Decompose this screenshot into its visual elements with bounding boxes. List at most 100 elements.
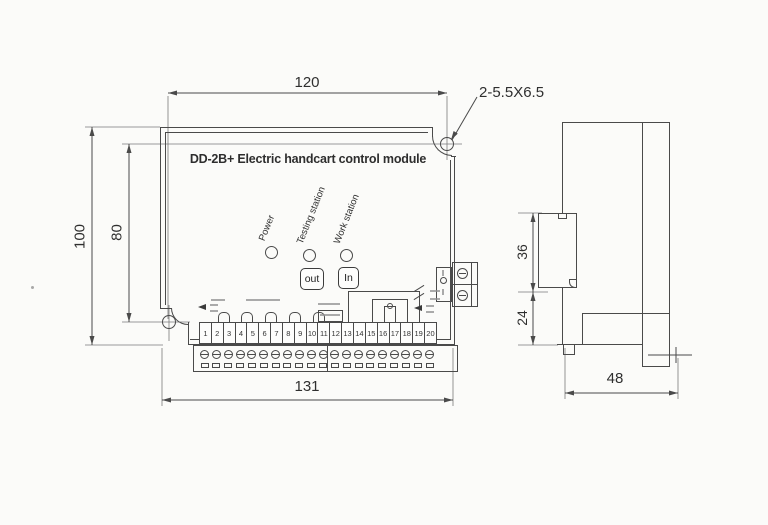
terminal-strip-divider bbox=[327, 345, 328, 372]
terminal-pad bbox=[212, 363, 221, 368]
front-inner-bottom-left bbox=[190, 339, 202, 340]
dim-hole-note: 2-5.5X6.5 bbox=[479, 84, 545, 101]
screw-icon bbox=[377, 350, 387, 359]
side-inner-line bbox=[642, 122, 643, 367]
side-outline-bottom bbox=[557, 344, 643, 346]
notch-bottom-left-stub bbox=[188, 322, 190, 345]
screw-icon bbox=[354, 350, 364, 359]
wiring-marking bbox=[211, 299, 225, 301]
contact-point-icon bbox=[387, 303, 393, 309]
screw-icon bbox=[306, 350, 316, 359]
dim-hole-spacing: 80 bbox=[108, 224, 126, 241]
wiring-marking bbox=[210, 304, 218, 306]
screw-slot bbox=[459, 295, 466, 296]
screw-icon bbox=[294, 350, 304, 359]
dim-side-upper: 36 bbox=[514, 244, 530, 260]
screw-icon bbox=[457, 290, 468, 301]
terminal-cell: 16 bbox=[376, 322, 390, 344]
power-indicator-icon bbox=[265, 246, 278, 259]
aux-connector-screw-icon bbox=[440, 277, 447, 284]
terminal-cell: 12 bbox=[329, 322, 343, 344]
wiring-block bbox=[318, 310, 343, 322]
terminal-cell: 2 bbox=[210, 322, 224, 344]
jumper-arc bbox=[265, 312, 277, 322]
terminal-pad bbox=[330, 363, 339, 368]
screw-icon bbox=[259, 350, 269, 359]
terminal-pad bbox=[390, 363, 399, 368]
side-connector-block bbox=[538, 213, 577, 288]
front-outline-left bbox=[160, 127, 162, 308]
terminal-pad bbox=[259, 363, 268, 368]
mounting-hole-icon bbox=[440, 137, 454, 151]
terminal-pad bbox=[271, 363, 280, 368]
connector-marking bbox=[442, 289, 444, 295]
screw-icon bbox=[271, 350, 281, 359]
terminal-pad bbox=[283, 363, 292, 368]
mounting-hole-icon bbox=[162, 315, 176, 329]
out-button: out bbox=[300, 268, 324, 290]
terminal-pad bbox=[247, 363, 256, 368]
wiring-marking bbox=[430, 298, 440, 300]
wiring-marking bbox=[210, 310, 218, 312]
wiring-marking bbox=[426, 305, 434, 307]
side-terminal-cover-front bbox=[582, 313, 583, 345]
front-inner-bottom-right bbox=[437, 339, 450, 340]
wiring-marking bbox=[426, 311, 434, 313]
testing-station-indicator-icon bbox=[303, 249, 316, 262]
jumper-arc bbox=[313, 312, 325, 322]
terminal-pad bbox=[354, 363, 363, 368]
terminal-pad bbox=[295, 363, 304, 368]
connector-hook bbox=[569, 279, 577, 288]
terminal-screw-strip bbox=[193, 345, 458, 372]
screw-icon bbox=[282, 350, 292, 359]
front-outline-bottom bbox=[188, 344, 455, 346]
dim-overall-height: 100 bbox=[71, 223, 89, 250]
front-outline-top bbox=[160, 127, 432, 129]
screw-icon bbox=[365, 350, 375, 359]
connector-marking bbox=[442, 270, 444, 276]
jumper-arc bbox=[218, 312, 230, 322]
dim-top-width: 120 bbox=[294, 74, 320, 91]
screw-icon bbox=[457, 268, 468, 279]
side-rear-foot-bottom bbox=[642, 366, 670, 368]
aux-terminal-flange bbox=[471, 262, 472, 307]
screw-icon bbox=[211, 350, 221, 359]
terminal-cell: 20 bbox=[424, 322, 437, 344]
screw-icon bbox=[413, 350, 423, 359]
notch-top-right-stub bbox=[432, 127, 434, 137]
side-front-foot bbox=[563, 345, 575, 355]
screw-icon bbox=[235, 350, 245, 359]
side-terminal-cover-top bbox=[582, 313, 670, 314]
front-inner-top bbox=[165, 132, 428, 133]
led-arrow-icon bbox=[414, 305, 422, 311]
arrowheads bbox=[89, 90, 678, 403]
notch-top-right-ledge bbox=[451, 156, 456, 158]
screw-icon bbox=[425, 350, 435, 359]
terminal-pad bbox=[200, 363, 209, 368]
terminal-pad bbox=[342, 363, 351, 368]
screw-icon bbox=[200, 350, 209, 359]
screw-icon bbox=[330, 350, 340, 359]
front-outline-right bbox=[454, 157, 456, 345]
terminal-pad bbox=[378, 363, 387, 368]
dim-bottom-width: 131 bbox=[294, 378, 320, 395]
screw-icon bbox=[223, 350, 233, 359]
notch-bottom-left-ledge bbox=[160, 308, 172, 310]
front-inner-right bbox=[450, 160, 451, 340]
wiring-marking bbox=[430, 290, 440, 292]
terminal-pad bbox=[307, 363, 316, 368]
terminal-pad bbox=[319, 363, 327, 368]
connector-notch bbox=[558, 213, 567, 219]
terminal-pad bbox=[366, 363, 375, 368]
dim-side-depth: 48 bbox=[606, 370, 624, 387]
screw-icon bbox=[389, 350, 399, 359]
front-inner-left bbox=[165, 132, 166, 305]
terminal-pad bbox=[425, 363, 434, 368]
led-arrow-icon bbox=[198, 304, 206, 310]
module-title: DD-2B+ Electric handcart control module bbox=[189, 152, 427, 166]
screw-icon bbox=[401, 350, 411, 359]
dim-side-lower: 24 bbox=[514, 310, 530, 326]
work-station-indicator-icon bbox=[340, 249, 353, 262]
